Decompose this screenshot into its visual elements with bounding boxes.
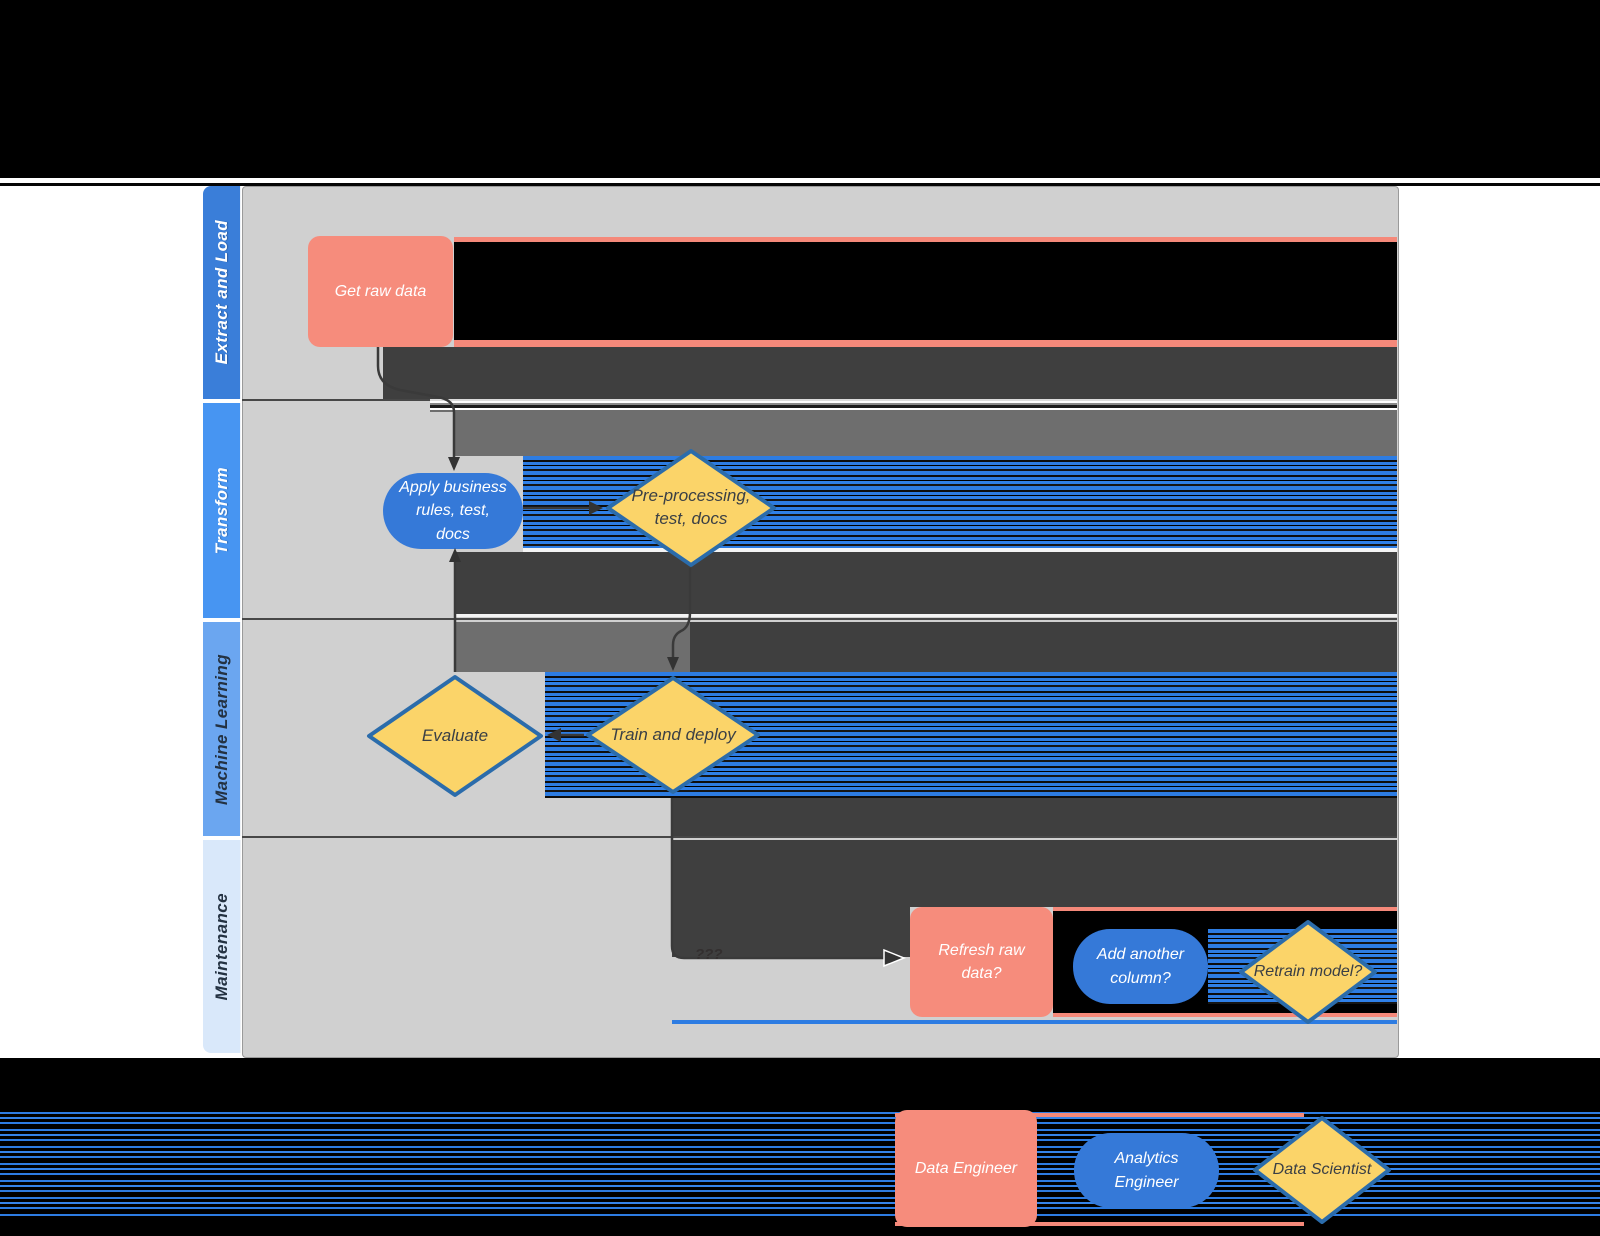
node-label: Add another column? bbox=[1096, 946, 1185, 987]
node-label: Train and deploy bbox=[610, 724, 736, 744]
glitch-band bbox=[454, 340, 1397, 347]
node-label: Apply business rules, test, docs bbox=[399, 479, 507, 543]
glitch-band bbox=[454, 552, 1397, 614]
lane-label-text: Extract and Load bbox=[211, 220, 231, 365]
node-get-raw-data[interactable]: Get raw data bbox=[308, 236, 453, 347]
diamond-shape bbox=[586, 676, 760, 794]
lane-label-machine-learning[interactable]: Machine Learning bbox=[203, 622, 241, 836]
glitch-band bbox=[383, 347, 1397, 399]
top-divider-line bbox=[0, 183, 1600, 186]
loop-question-label: ??? bbox=[695, 946, 723, 963]
glitch-band bbox=[895, 1222, 1304, 1226]
lane-divider-3 bbox=[242, 836, 1397, 838]
lane-label-text: Machine Learning bbox=[211, 653, 231, 805]
node-label: Pre-processing, test, docs bbox=[631, 486, 751, 528]
glitch-band bbox=[672, 798, 1397, 836]
node-evaluate[interactable]: Evaluate bbox=[366, 674, 544, 798]
legend-analytics-engineer[interactable]: Analytics Engineer bbox=[1074, 1133, 1219, 1208]
lane-divider-2 bbox=[242, 618, 1397, 620]
lane-label-text: Transform bbox=[211, 466, 231, 555]
glitch-band bbox=[523, 548, 1397, 552]
diamond-shape bbox=[606, 449, 776, 567]
glitch-band bbox=[454, 237, 1397, 242]
glitch-band bbox=[672, 840, 1397, 907]
node-label: Retrain model? bbox=[1253, 963, 1363, 981]
node-apply-business-rules[interactable]: Apply business rules, test, docs bbox=[383, 473, 523, 549]
glitch-band bbox=[690, 622, 1397, 672]
node-retrain-model[interactable]: Retrain model? bbox=[1238, 919, 1378, 1025]
diamond-shape bbox=[1239, 920, 1377, 1024]
glitch-band bbox=[454, 242, 1397, 340]
legend-label: Analytics Engineer bbox=[1114, 1150, 1179, 1191]
node-label: Evaluate bbox=[421, 725, 489, 745]
legend-data-engineer[interactable]: Data Engineer bbox=[895, 1110, 1037, 1227]
glitch-band bbox=[454, 622, 690, 672]
legend-label: Data Scientist bbox=[1272, 1161, 1372, 1179]
node-refresh-raw-data[interactable]: Refresh raw data? bbox=[910, 907, 1053, 1017]
glitch-band bbox=[672, 1020, 1397, 1024]
legend-label: Data Engineer bbox=[914, 1159, 1018, 1177]
glitch-band bbox=[1053, 907, 1397, 911]
lane-label-maintenance[interactable]: Maintenance bbox=[203, 840, 241, 1053]
diamond-shape bbox=[367, 675, 543, 797]
glitch-band bbox=[895, 1113, 1304, 1117]
glitch-band bbox=[454, 614, 1397, 617]
node-preprocessing[interactable]: Pre-processing, test, docs bbox=[605, 448, 777, 568]
top-black-band bbox=[0, 0, 1600, 178]
legend-data-scientist[interactable]: Data Scientist bbox=[1252, 1115, 1392, 1225]
lane-label-text: Maintenance bbox=[211, 892, 231, 1001]
glitch-band bbox=[430, 399, 1397, 412]
diamond-shape bbox=[1253, 1116, 1391, 1224]
node-train-and-deploy[interactable]: Train and deploy bbox=[585, 675, 761, 795]
lane-label-transform[interactable]: Transform bbox=[203, 403, 241, 618]
lane-label-extract-and-load[interactable]: Extract and Load bbox=[203, 186, 241, 399]
node-add-another-column[interactable]: Add another column? bbox=[1073, 929, 1208, 1004]
node-label: Refresh raw data? bbox=[938, 941, 1025, 982]
glitch-band bbox=[454, 412, 1397, 456]
glitch-band bbox=[1053, 1013, 1397, 1017]
node-label: Get raw data bbox=[334, 282, 427, 300]
